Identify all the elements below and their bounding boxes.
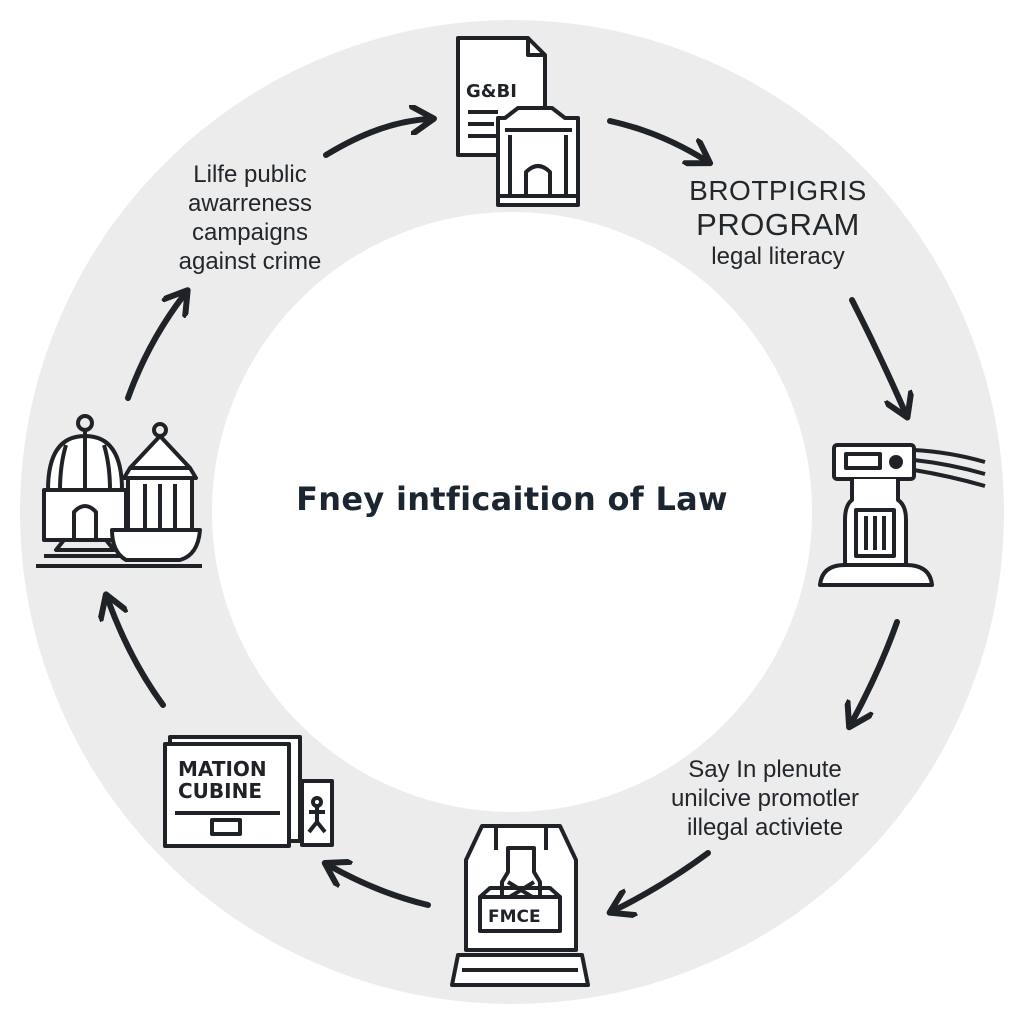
document-courthouse-icon: G&BI [456,36,580,207]
machine-icon [818,443,986,587]
center-title: Fney intficaition of Law [296,480,728,518]
billboard-line-2: CUBINE [178,779,262,803]
arrow-6 [330,866,431,908]
billboard-icon: MATION CUBINE [163,735,334,848]
billboard-line-1: MATION [178,757,267,781]
arrow-7 [108,600,166,708]
label-top-right: BROTPIGRIS PROGRAM legal literacy [689,175,867,270]
police-badge-icon: FMCE [450,824,590,987]
arrow-4 [852,619,900,722]
arrow-5 [615,850,711,910]
arrow-1 [323,119,428,158]
cycle-arrows [108,119,905,910]
arrow-8 [125,295,184,401]
government-buildings-icon [36,414,202,568]
badge-label: FMCE [488,907,541,927]
document-label: G&BI [466,81,517,102]
arrow-3 [849,297,905,412]
label-top-left: Lilfe public awarreness campaigns agains… [178,161,322,275]
arrow-2 [607,118,705,160]
label-bottom-right: Say In plenute unilcive promotler illega… [670,756,860,841]
